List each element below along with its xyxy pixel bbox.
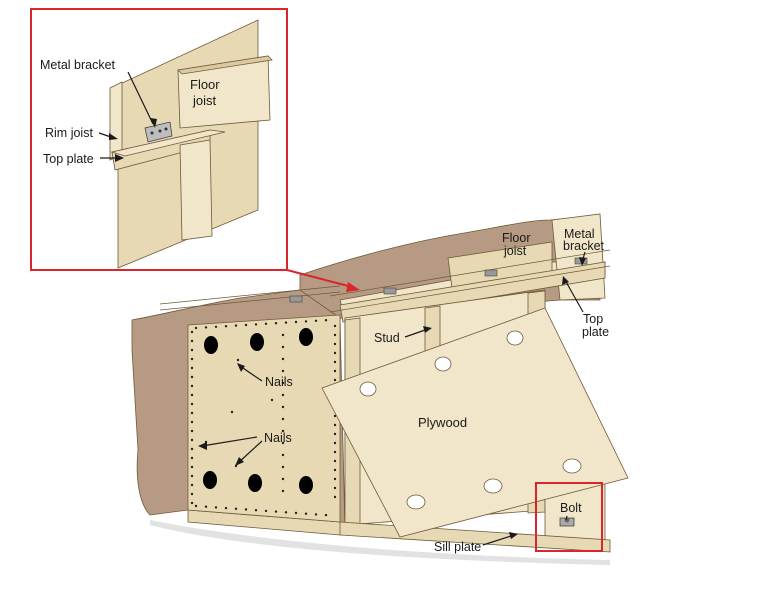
plywood-holes: [359, 330, 582, 510]
inset-top-plate-label: Top plate: [43, 152, 94, 166]
plywood-sheet-nailed: [187, 314, 341, 523]
nail-holes: [203, 328, 313, 494]
inset-metal-bracket-icon: [144, 121, 173, 143]
bolt-label: Bolt: [560, 501, 582, 515]
stud-label: Stud: [374, 331, 400, 345]
inset-detail: [31, 9, 287, 270]
bolt-highlight-box: [535, 482, 603, 552]
inset-rim-joist: [109, 81, 123, 161]
inset-floor-joist-label-2: joist: [192, 93, 217, 108]
floor-joist-label-2: joist: [503, 244, 527, 258]
callout-arrow: [286, 269, 360, 292]
metal-bracket-label-2: bracket: [563, 239, 605, 253]
floor-joist-label-1: Floor: [502, 231, 530, 245]
plywood-label: Plywood: [418, 415, 467, 430]
top-plate-beam: [339, 261, 606, 323]
leader-lines: [98, 71, 586, 546]
inset-frame: [30, 8, 288, 271]
inset-rim-joist-label: Rim joist: [45, 126, 93, 140]
inset-stud: [179, 139, 213, 241]
metal-bracket-label-1: Metal: [564, 227, 595, 241]
nails-label-1: Nails: [265, 375, 293, 389]
inset-floor-joist-label-1: Floor: [190, 77, 220, 92]
labels: Metal bracket Floor joist Rim joist Top …: [40, 58, 609, 554]
plywood-sheet-tilted: [321, 307, 629, 538]
bolt-icon: [559, 517, 575, 527]
top-plate-label-1: Top: [583, 312, 603, 326]
top-plate-label-2: plate: [582, 325, 609, 339]
sill-plate-label: Sill plate: [434, 540, 481, 554]
nail-dots: [190, 319, 337, 517]
nails-label-2: Nails: [264, 431, 292, 445]
inset-metal-bracket-label: Metal bracket: [40, 58, 116, 72]
main-illustration: [131, 213, 629, 565]
